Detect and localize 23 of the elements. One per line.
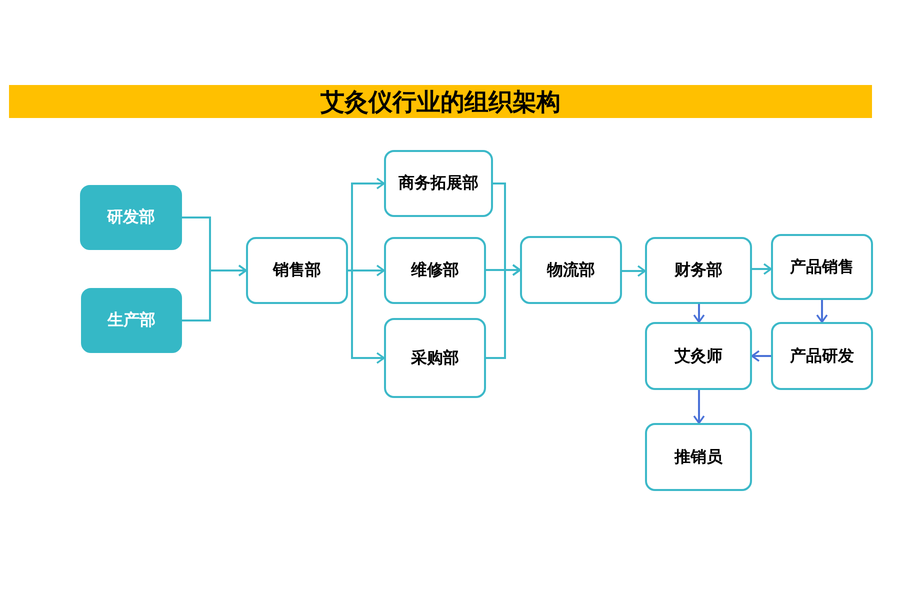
arrow [752,263,772,275]
department-box: 财务部 [645,237,752,304]
arrow [751,350,771,362]
department-box: 研发部 [80,185,182,250]
department-box: 维修部 [384,237,486,304]
department-box: 艾灸师 [645,322,752,390]
arrow [182,264,247,322]
department-box: 产品研发 [771,322,873,390]
department-box: 商务拓展部 [384,150,493,217]
arrow [486,264,521,359]
arrow [348,270,385,364]
arrow [693,304,705,323]
department-box: 生产部 [81,288,182,353]
arrow [348,178,385,272]
department-box: 物流部 [520,236,622,304]
arrow [622,265,646,277]
department-box: 采购部 [384,318,486,398]
department-box: 销售部 [246,237,348,304]
department-box: 产品销售 [771,234,873,300]
arrow [693,390,705,424]
arrow [816,300,828,323]
title-banner: 艾灸仪行业的组织架构 [9,85,872,118]
department-box: 推销员 [645,423,752,491]
